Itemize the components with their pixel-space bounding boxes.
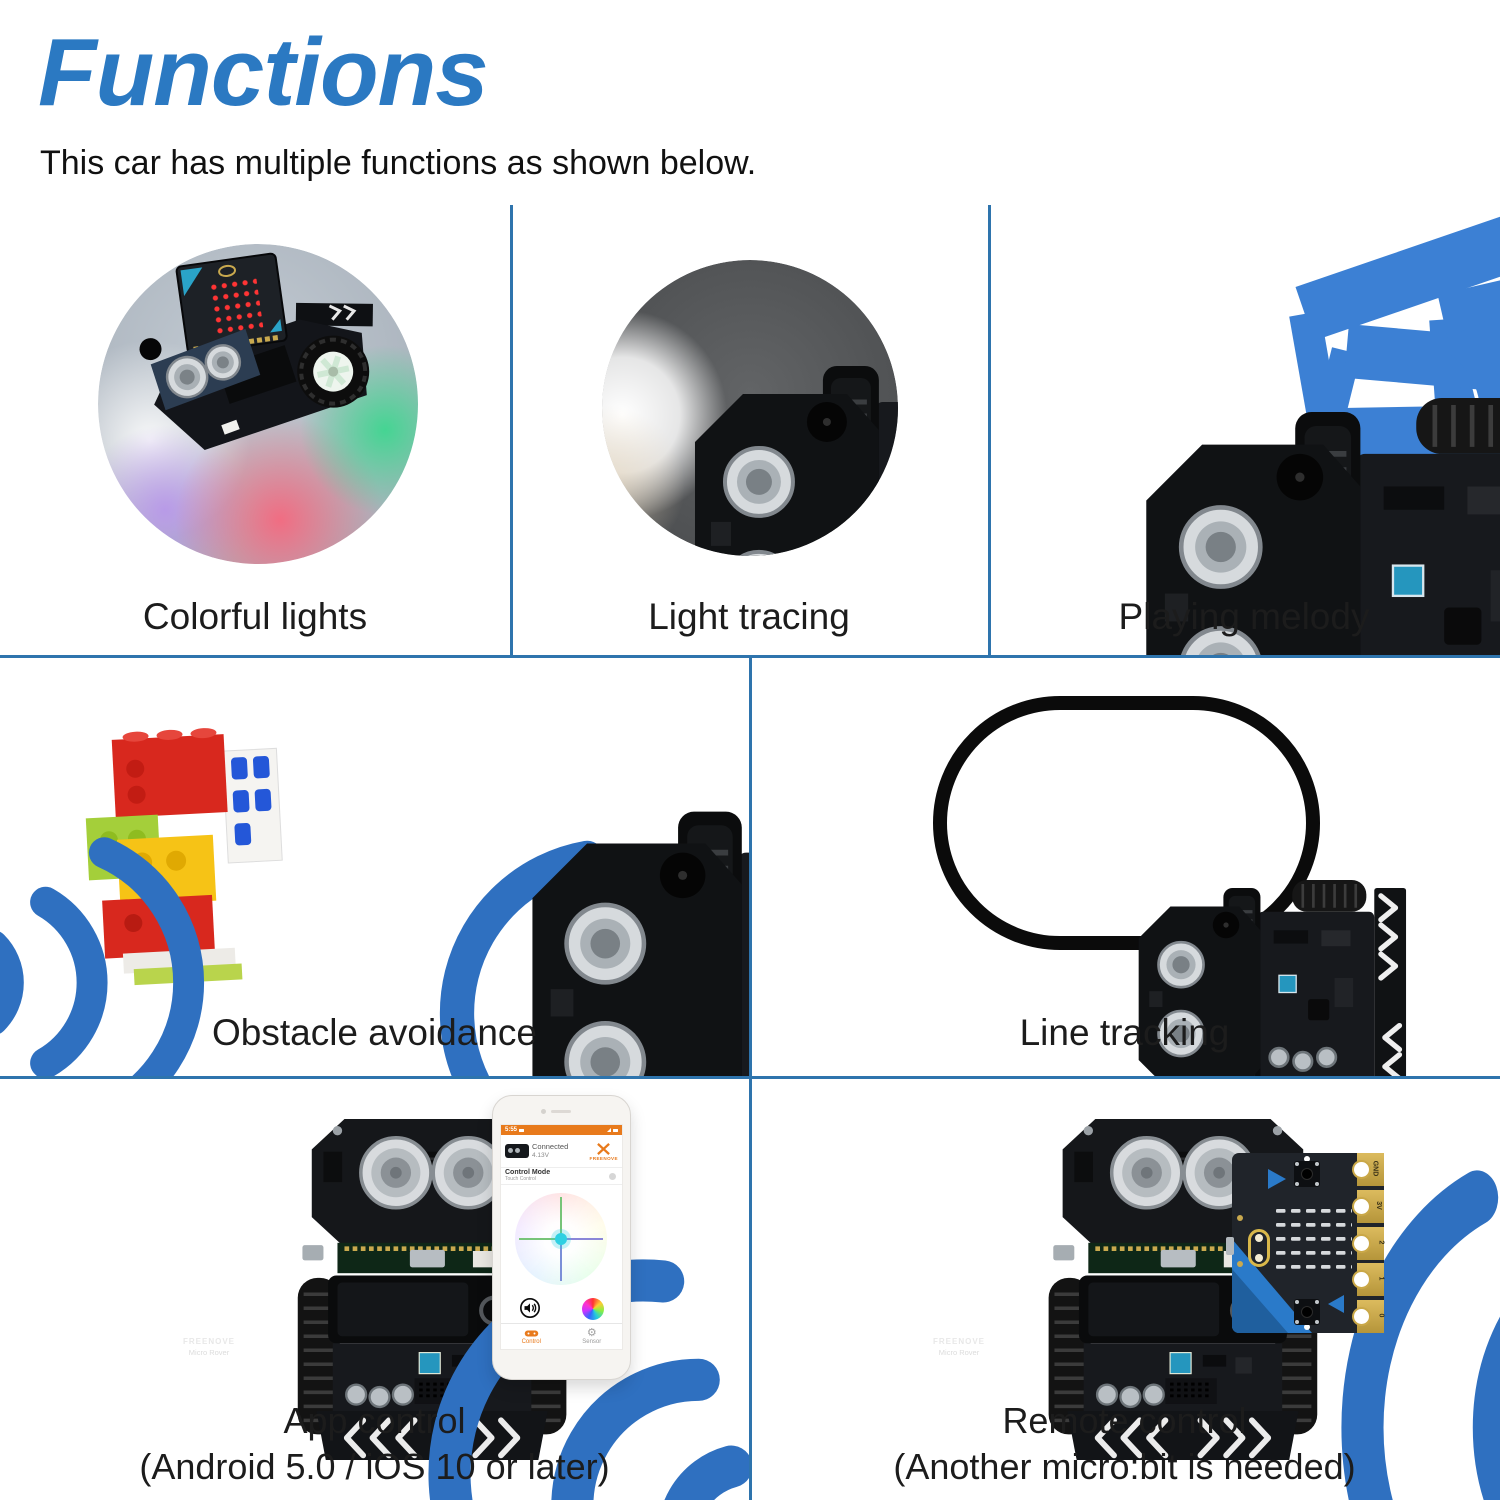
microbit-board: GND 3V 2 1 0 <box>1226 1153 1385 1333</box>
colorful-lights-photo <box>98 244 418 564</box>
grid-line-horizontal-1 <box>0 655 1500 658</box>
microbit-pad-dot <box>1237 1215 1243 1221</box>
page-subtitle: This car has multiple functions as shown… <box>40 144 757 182</box>
nav-tab-sensor[interactable]: ⚙ Sensor <box>562 1324 623 1349</box>
bottom-nav: Control ⚙ Sensor <box>501 1323 622 1349</box>
freenove-logo: FREENOVE <box>590 1142 618 1161</box>
freenove-pinwheel-icon <box>597 1142 611 1155</box>
phone: 5:55 Connected 4.13V <box>492 1095 631 1380</box>
microbit-hole-top <box>1304 1156 1310 1162</box>
pin-2: 2 <box>1354 1227 1385 1260</box>
caption-colorful-lights: Colorful lights <box>142 596 368 637</box>
joystick-axis-left <box>519 1238 561 1240</box>
gamepad-icon <box>524 1330 538 1336</box>
microbit-logo <box>1248 1229 1270 1267</box>
caption-line-tracking: Line tracking <box>1019 1012 1230 1053</box>
pin-hole <box>1354 1236 1369 1251</box>
grid-line-vertical-row2 <box>749 658 752 1076</box>
caption-app-control-line1: App control <box>283 1400 466 1441</box>
pin-hole <box>1354 1199 1369 1214</box>
microbit-hole-bottom <box>1304 1324 1310 1330</box>
phone-screen: 5:55 Connected 4.13V <box>500 1124 623 1350</box>
control-mode-label: Control Mode <box>505 1169 551 1176</box>
caption-remote-control-line1: Remote control <box>1002 1400 1247 1441</box>
caption-light-tracing: Light tracing <box>648 596 850 637</box>
microbit-triangle-icon-b <box>1328 1295 1344 1313</box>
joystick-axis-top <box>560 1197 562 1239</box>
status-time: 5:55 <box>505 1127 518 1133</box>
joystick-center-dot[interactable] <box>555 1233 567 1245</box>
nav-sensor-label: Sensor <box>582 1339 602 1345</box>
robot-brand-label: FREENOVE <box>183 1337 235 1346</box>
pin-label: 3V <box>1375 1201 1383 1210</box>
pin-hole <box>1354 1309 1369 1324</box>
pin-3v: 3V <box>1354 1190 1384 1223</box>
pin-label: 1 <box>1377 1276 1385 1281</box>
pin-hole <box>1354 1272 1369 1287</box>
joystick-area[interactable] <box>501 1185 622 1295</box>
battery-icon <box>519 1128 525 1132</box>
control-mode-row[interactable]: Control Mode Touch Control <box>501 1168 622 1185</box>
phone-earpiece <box>551 1110 571 1113</box>
caption-remote-control: Remote control (Another micro:bit is nee… <box>749 1398 1500 1490</box>
button-b[interactable] <box>1294 1299 1320 1325</box>
app-header: Connected 4.13V FREENOVE <box>501 1135 622 1168</box>
pin-label: 2 <box>1377 1240 1385 1245</box>
grid-line-vertical-row1-a <box>510 205 513 655</box>
joystick-axis-bottom <box>560 1239 562 1281</box>
button-a[interactable] <box>1294 1161 1320 1187</box>
grid-line-vertical-row3 <box>749 1079 752 1500</box>
caption-remote-control-line2: (Another micro:bit is needed) <box>893 1446 1356 1487</box>
pin-gnd: GND <box>1354 1153 1384 1186</box>
mode-radio-indicator[interactable] <box>609 1173 616 1180</box>
connection-status: Connected <box>532 1142 569 1152</box>
signal-icon <box>607 1128 611 1132</box>
remote-control-illustration: FREENOVE Micro Rover <box>933 1079 1500 1500</box>
brand-label: FREENOVE <box>589 1155 618 1161</box>
led-matrix <box>1276 1209 1352 1279</box>
usb-port <box>1226 1237 1234 1255</box>
robot-brand-label: FREENOVE <box>933 1337 985 1346</box>
pin-label: 0 <box>1377 1313 1385 1318</box>
caption-playing-melody: Playing melody <box>1118 596 1370 637</box>
robot-car-perspective <box>139 252 373 451</box>
tool-row <box>501 1295 622 1323</box>
robot-car-front-view: FREENOVE Micro Rover <box>933 1119 1317 1460</box>
robot-car-front-view: FREENOVE Micro Rover <box>183 1119 566 1460</box>
status-battery-icon <box>613 1128 618 1132</box>
page-title: Functions <box>38 19 489 126</box>
robot-model-label: Micro Rover <box>939 1348 980 1357</box>
phone-status-bar: 5:55 <box>501 1125 622 1135</box>
control-mode-value: Touch Control <box>505 1176 536 1182</box>
color-wheel-icon[interactable] <box>582 1298 604 1320</box>
gear-icon: ⚙ <box>586 1326 597 1339</box>
pin-label: GND <box>1371 1160 1379 1177</box>
caption-obstacle-avoidance: Obstacle avoidance <box>212 1012 537 1053</box>
playing-melody-illustration <box>1144 190 1500 655</box>
microbit-triangle-icon <box>1268 1169 1286 1189</box>
caption-app-control-line2: (Android 5.0 / iOS 10 or later) <box>139 1446 610 1487</box>
line-tracking-illustration <box>933 696 1408 1076</box>
speaker-icon[interactable] <box>519 1297 541 1319</box>
phone-camera-dot <box>541 1109 546 1114</box>
grid-line-vertical-row1-b <box>988 205 991 655</box>
edge-connector: GND 3V 2 1 0 <box>1354 1153 1385 1333</box>
pin-0: 0 <box>1354 1300 1385 1333</box>
joystick-axis-right <box>561 1238 603 1240</box>
caption-app-control: App control (Android 5.0 / iOS 10 or lat… <box>0 1398 749 1490</box>
obstacle-avoidance-illustration <box>0 728 749 1076</box>
app-control-illustration: FREENOVE Micro Rover <box>183 1079 749 1500</box>
nav-tab-control[interactable]: Control <box>501 1324 562 1349</box>
microbit-pad-dot2 <box>1237 1261 1243 1267</box>
robot-thumbnail <box>505 1144 529 1158</box>
nav-control-label: Control <box>521 1338 541 1345</box>
light-tracing-photo <box>602 260 898 556</box>
track-ring <box>933 696 1320 950</box>
pin-hole <box>1354 1162 1369 1177</box>
pin-1: 1 <box>1354 1263 1385 1296</box>
battery-voltage: 4.13V <box>532 1151 549 1159</box>
robot-model-label: Micro Rover <box>189 1348 230 1357</box>
grid-line-horizontal-2 <box>0 1076 1500 1079</box>
